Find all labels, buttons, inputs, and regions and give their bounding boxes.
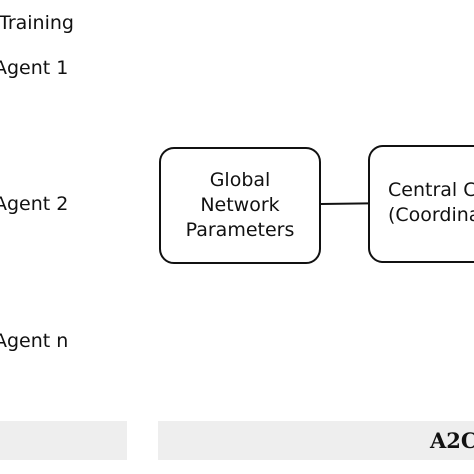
central-box-line-2: (Coordina: [388, 204, 474, 226]
footer-band-left: [0, 421, 127, 460]
global-box-line-2: Network: [200, 194, 280, 216]
central-box-text: Central C (Coordina: [388, 178, 474, 228]
diagram-title: Training: [0, 12, 74, 34]
global-to-central-connector: [320, 202, 369, 205]
central-box-line-1: Central C: [388, 179, 474, 201]
agent-n-label: Agent n: [0, 330, 69, 352]
global-box-line-1: Global: [209, 169, 271, 191]
agent-2-label: Agent 2: [0, 193, 69, 215]
footer-band-label: A2C: [430, 428, 474, 453]
agent-1-label: Agent 1: [0, 57, 69, 79]
global-box-line-3: Parameters: [185, 219, 295, 241]
footer-band-right: [158, 421, 474, 460]
central-coordinator-box: Central C (Coordina: [368, 145, 474, 263]
global-network-parameters-box: Global Network Parameters: [159, 147, 321, 264]
